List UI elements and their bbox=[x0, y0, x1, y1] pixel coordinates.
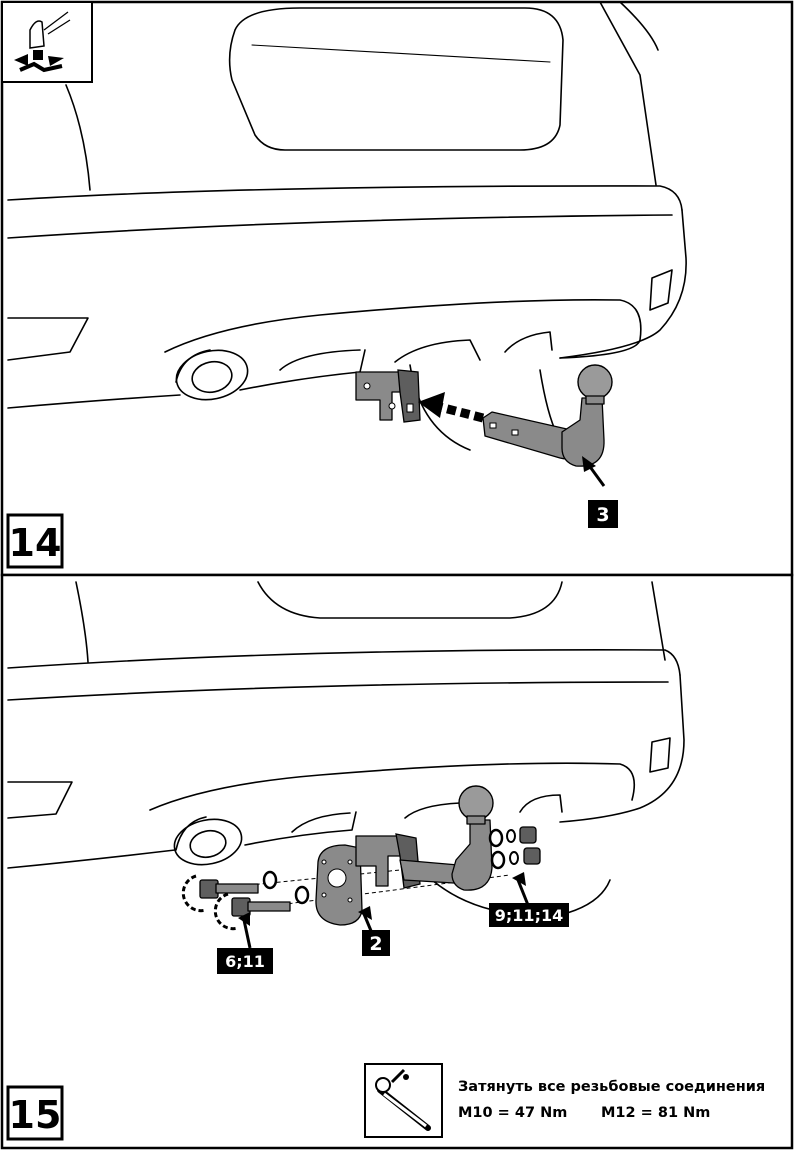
svg-text:14: 14 bbox=[9, 521, 62, 565]
callout-parts-9-11-14: 9;11;14 bbox=[489, 903, 569, 927]
callout-part-2: 2 bbox=[362, 930, 390, 956]
svg-text:15: 15 bbox=[9, 1093, 62, 1137]
svg-text:6;11: 6;11 bbox=[225, 952, 265, 971]
nuts-washers-part-9-11-14 bbox=[488, 826, 541, 906]
callout-parts-6-11: 6;11 bbox=[217, 948, 273, 974]
svg-text:9;11;14: 9;11;14 bbox=[495, 906, 563, 925]
socket-plate-part-2 bbox=[315, 844, 376, 939]
svg-text:3: 3 bbox=[596, 504, 609, 526]
torque-m10: M10 = 47 Nm bbox=[458, 1105, 567, 1121]
step-number-15: 15 bbox=[6, 1085, 64, 1141]
step-number-14: 14 bbox=[6, 513, 64, 569]
insertion-arrow bbox=[418, 392, 485, 423]
mounting-bracket bbox=[355, 369, 421, 423]
torque-wrench-icon bbox=[375, 1068, 431, 1131]
torque-m12: M12 = 81 Nm bbox=[601, 1105, 710, 1121]
callout-part-3: 3 bbox=[588, 500, 618, 528]
bolts-part-6-11 bbox=[181, 870, 310, 949]
torque-instruction: Затянуть все резьбовые соединения bbox=[458, 1079, 765, 1095]
car-rear-illustration bbox=[7, 1, 687, 451]
torque-note: Затянуть все резьбовые соединения M10 = … bbox=[364, 1063, 765, 1138]
svg-text:2: 2 bbox=[369, 933, 382, 955]
hand-lift-icon bbox=[1, 1, 93, 83]
car-rear-illustration-2 bbox=[7, 581, 685, 917]
panel-step-15: 6;11 2 9;11;14 Затянуть все резьбовые со… bbox=[0, 573, 794, 1150]
tow-bar-part-3 bbox=[482, 364, 613, 487]
panel-step-14: 3 14 bbox=[0, 0, 794, 577]
tow-bar-assembled bbox=[355, 785, 494, 891]
